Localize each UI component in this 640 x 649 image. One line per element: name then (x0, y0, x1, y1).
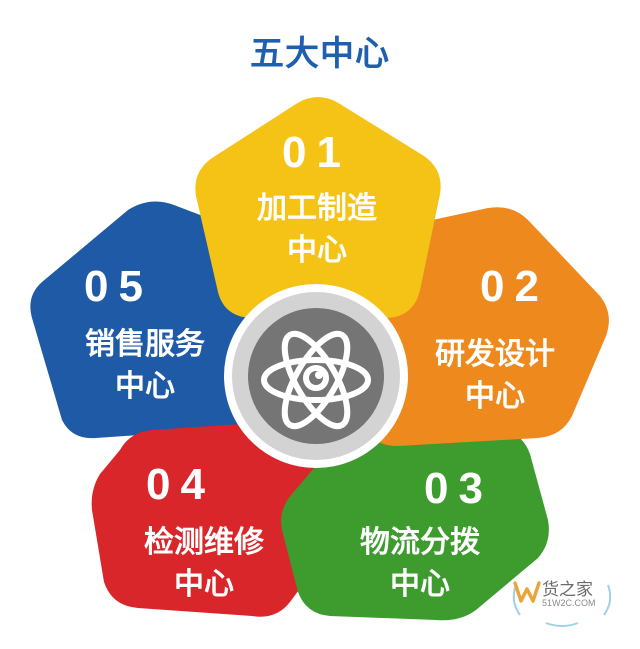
petal-03-line2: 中心 (390, 567, 450, 602)
petal-02-line2: 中心 (465, 379, 525, 414)
petal-02-number: 02 (480, 262, 549, 311)
watermark: 货之家 51W2C.COM (506, 571, 618, 631)
page-title: 五大中心 (250, 34, 390, 74)
petal-05-label: 销售服务 中心 (50, 324, 240, 408)
petal-04-line1: 检测维修 (144, 525, 264, 560)
petal-05-line1: 销售服务 (85, 327, 205, 362)
petal-05-number: 05 (84, 262, 153, 311)
petal-04 (91, 421, 355, 617)
petal-03-label: 物流分拨 中心 (330, 522, 510, 606)
petal-01-line1: 加工制造 (257, 191, 377, 226)
petal-01-line2: 中心 (287, 233, 347, 268)
petal-03-line1: 物流分拨 (360, 525, 480, 560)
petal-04-label: 检测维修 中心 (114, 522, 294, 606)
petal-04-number: 04 (146, 460, 215, 509)
petal-05-line2: 中心 (115, 369, 175, 404)
petal-01-label: 加工制造 中心 (222, 188, 412, 272)
w-logo-icon (513, 581, 541, 603)
watermark-brand: 货之家 (542, 580, 593, 600)
petal-03 (281, 424, 549, 621)
petal-01 (195, 97, 441, 318)
petal-02-line1: 研发设计 (435, 337, 555, 372)
petal-01-number: 01 (282, 128, 351, 177)
petal-03-number: 03 (424, 464, 493, 513)
petal-02-label: 研发设计 中心 (410, 334, 580, 418)
atom-icon (261, 330, 371, 430)
watermark-domain: 51W2C.COM (542, 598, 596, 608)
petal-04-line2: 中心 (174, 567, 234, 602)
